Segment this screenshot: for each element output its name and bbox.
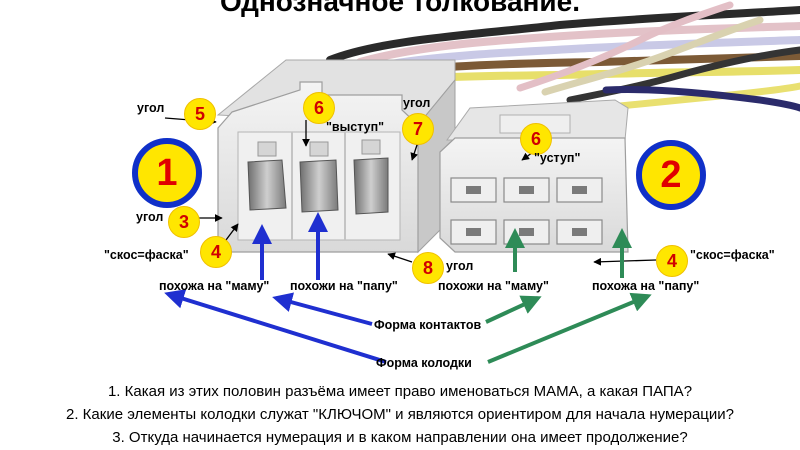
badge-4-right: 4: [656, 245, 688, 277]
label-ugol-5: угол: [137, 101, 165, 115]
label-forma-kontaktov: Форма контактов: [374, 318, 482, 332]
blue-arrows: [164, 212, 387, 364]
badge-6-left: 6: [303, 92, 335, 124]
label-ustup: "уступ": [534, 151, 581, 165]
label-ugol-3: угол: [136, 210, 164, 224]
connector-2-number: 2: [636, 140, 706, 210]
label-skos-right: "скос=фаска": [690, 248, 775, 262]
label-papu-left: похожи на "папу": [290, 279, 398, 293]
badge-5: 5: [184, 98, 216, 130]
label-skos-left: "скос=фаска": [104, 248, 189, 262]
label-mamu-right: похожи на "маму": [438, 279, 549, 293]
badge-4-left: 4: [200, 236, 232, 268]
wire-bundle: [326, 1, 800, 112]
badge-7: 7: [402, 113, 434, 145]
question-2: 2. Какие элементы колодки служат "КЛЮЧОМ…: [66, 406, 734, 423]
badge-8: 8: [412, 252, 444, 284]
question-1: 1. Какая из этих половин разъёма имеет п…: [107, 383, 693, 400]
label-mamu-left: похожа на "маму": [159, 279, 270, 293]
badge-6-right: 6: [520, 123, 552, 155]
question-3: 3. Откуда начинается нумерация и в каком…: [112, 429, 688, 446]
connector-1-body: [216, 59, 456, 254]
connector-1-number: 1: [132, 138, 202, 208]
label-ugol-8: угол: [446, 259, 474, 273]
label-ugol-7: угол: [403, 96, 431, 110]
page-title: Однозначное толкование.: [219, 0, 580, 17]
label-forma-kolodki: Форма колодки: [376, 356, 472, 370]
badge-3: 3: [168, 206, 200, 238]
label-vystup: "выступ": [326, 120, 385, 134]
label-papu-right: похожа на "папу": [592, 279, 700, 293]
green-arrows: [485, 228, 652, 364]
